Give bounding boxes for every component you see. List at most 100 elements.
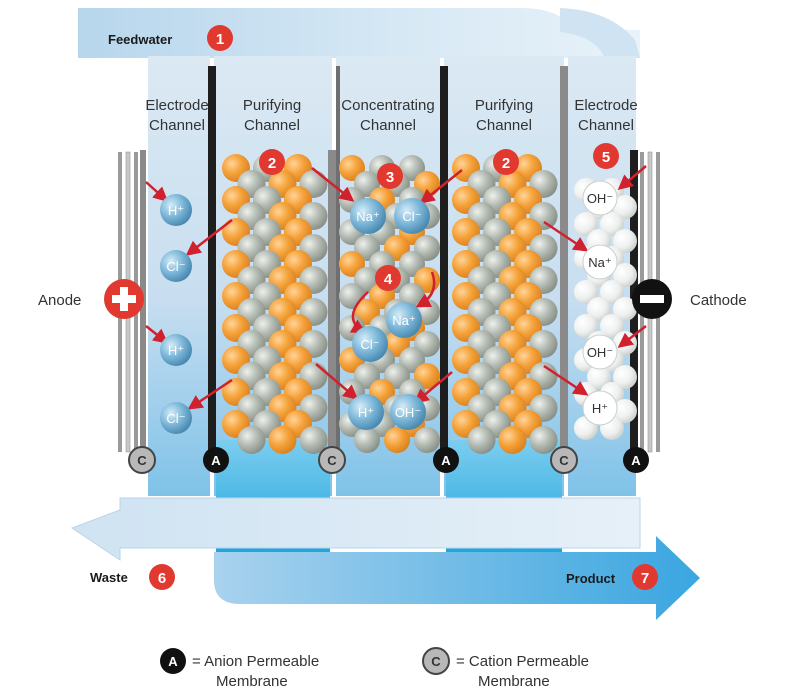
ion-na-plus	[386, 302, 422, 338]
resin-bead	[587, 365, 611, 389]
membrane-badge-anion	[203, 447, 229, 473]
resin-bead	[299, 426, 328, 454]
channel-heading-5-line2: Channel	[578, 117, 634, 134]
ion-label: H⁺	[358, 405, 374, 420]
resin-bead	[600, 212, 624, 236]
svg-text:A: A	[168, 654, 178, 669]
ion-cl-minus	[394, 198, 430, 234]
step-badge-4	[375, 265, 401, 291]
legend-anion-line1: = Anion Permeable	[192, 653, 319, 670]
resin-bead	[354, 427, 380, 453]
svg-text:C: C	[327, 453, 337, 468]
step-badge-3	[377, 163, 403, 189]
product-label: Product	[566, 571, 616, 586]
anode-label: Anode	[38, 292, 81, 309]
ion-label: Na⁺	[356, 209, 379, 224]
resin-bead	[600, 280, 624, 304]
channel-heading-3-line1: Concentrating	[341, 97, 434, 114]
ion-label: Cl⁻	[166, 411, 185, 426]
ion-oh-minus	[390, 394, 426, 430]
legend-cation-line2: Membrane	[478, 673, 550, 690]
resin-bead	[414, 427, 440, 453]
step-badges: 2 3 4 2 5	[259, 143, 619, 291]
channel-heading-2-line1: Purifying	[243, 97, 301, 114]
feedwater-number-badge	[207, 25, 233, 51]
resin-bead	[613, 229, 637, 253]
channel-heading-1-line2: Channel	[149, 117, 205, 134]
feedwater-label: Feedwater	[108, 32, 172, 47]
waste-label: Waste	[90, 570, 128, 585]
ion-label: Cl⁻	[360, 337, 379, 352]
waste-flow-band	[70, 497, 641, 561]
resin-bead	[237, 426, 266, 454]
product-flow-band	[214, 536, 700, 620]
product-number: 7	[641, 570, 649, 587]
resin-beads-purifying-right	[452, 154, 558, 454]
ion-h-plus	[160, 194, 192, 226]
membrane-badge-anion	[433, 447, 459, 473]
resin-bead	[613, 399, 637, 423]
ions: H⁺ Cl⁻ H⁺ Cl⁻ Na⁺ Cl⁻ Na⁺ Cl⁻ H⁺ OH⁻ OH⁻…	[160, 180, 618, 434]
membrane-badge-cation	[128, 446, 156, 474]
membrane-badge-anion	[623, 447, 649, 473]
step-badge-2-left	[259, 149, 285, 175]
cathode-minus-icon	[632, 279, 672, 319]
resin-bead	[574, 280, 598, 304]
ion-cl-minus	[352, 326, 388, 362]
legend-cation-line1: = Cation Permeable	[456, 653, 589, 670]
channel-heading-4-line1: Purifying	[475, 97, 533, 114]
ion-oh-minus	[582, 334, 618, 370]
ion-oh-minus	[582, 180, 618, 216]
ion-cl-minus	[160, 402, 192, 434]
resin-bead	[613, 263, 637, 287]
membrane-badge-cation	[318, 446, 346, 474]
ion-label: OH⁻	[587, 191, 613, 206]
channel-heading-3-line2: Channel	[360, 117, 416, 134]
waste-number: 6	[158, 570, 166, 587]
ion-label: Na⁺	[588, 255, 611, 270]
legend-anion-badge	[160, 648, 186, 674]
resin-bead	[574, 314, 598, 338]
ion-movement-arrows	[145, 165, 647, 410]
resin-bead	[384, 427, 410, 453]
ion-label: H⁺	[168, 343, 184, 358]
svg-text:2: 2	[268, 155, 276, 172]
channel-headings: Electrode Channel Purifying Channel Conc…	[145, 97, 637, 134]
svg-text:2: 2	[502, 155, 510, 172]
svg-text:3: 3	[386, 169, 394, 186]
ion-h-plus	[348, 394, 384, 430]
legend-anion-line2: Membrane	[216, 673, 288, 690]
resin-bead	[574, 212, 598, 236]
ion-label: OH⁻	[587, 345, 613, 360]
ion-label: Cl⁻	[166, 259, 185, 274]
resin-bead	[613, 365, 637, 389]
ion-h-plus	[582, 390, 618, 426]
svg-text:A: A	[631, 453, 641, 468]
resin-bead	[268, 426, 297, 454]
legend-cation-badge	[422, 647, 450, 675]
resin-bead	[529, 426, 558, 454]
ion-label: OH⁻	[395, 405, 421, 420]
membrane-badge-cation	[550, 446, 578, 474]
svg-text:5: 5	[602, 149, 610, 166]
resin-bead	[613, 297, 637, 321]
ion-label: H⁺	[168, 203, 184, 218]
legend: A = Anion Permeable Membrane C = Cation …	[160, 647, 589, 690]
svg-text:4: 4	[384, 271, 393, 288]
resin-bead	[498, 426, 527, 454]
channel-heading-4-line2: Channel	[476, 117, 532, 134]
ion-cl-minus	[160, 250, 192, 282]
svg-text:A: A	[441, 453, 451, 468]
resin-bead	[467, 426, 496, 454]
waste-number-badge	[149, 564, 175, 590]
svg-text:C: C	[559, 453, 569, 468]
resin-bead	[613, 195, 637, 219]
svg-text:C: C	[137, 453, 147, 468]
ion-na-plus	[582, 244, 618, 280]
svg-text:C: C	[431, 654, 441, 669]
ion-na-plus	[350, 198, 386, 234]
cathode-label: Cathode	[690, 292, 747, 309]
ion-label: Na⁺	[392, 313, 415, 328]
channel-heading-5-line1: Electrode	[574, 97, 637, 114]
